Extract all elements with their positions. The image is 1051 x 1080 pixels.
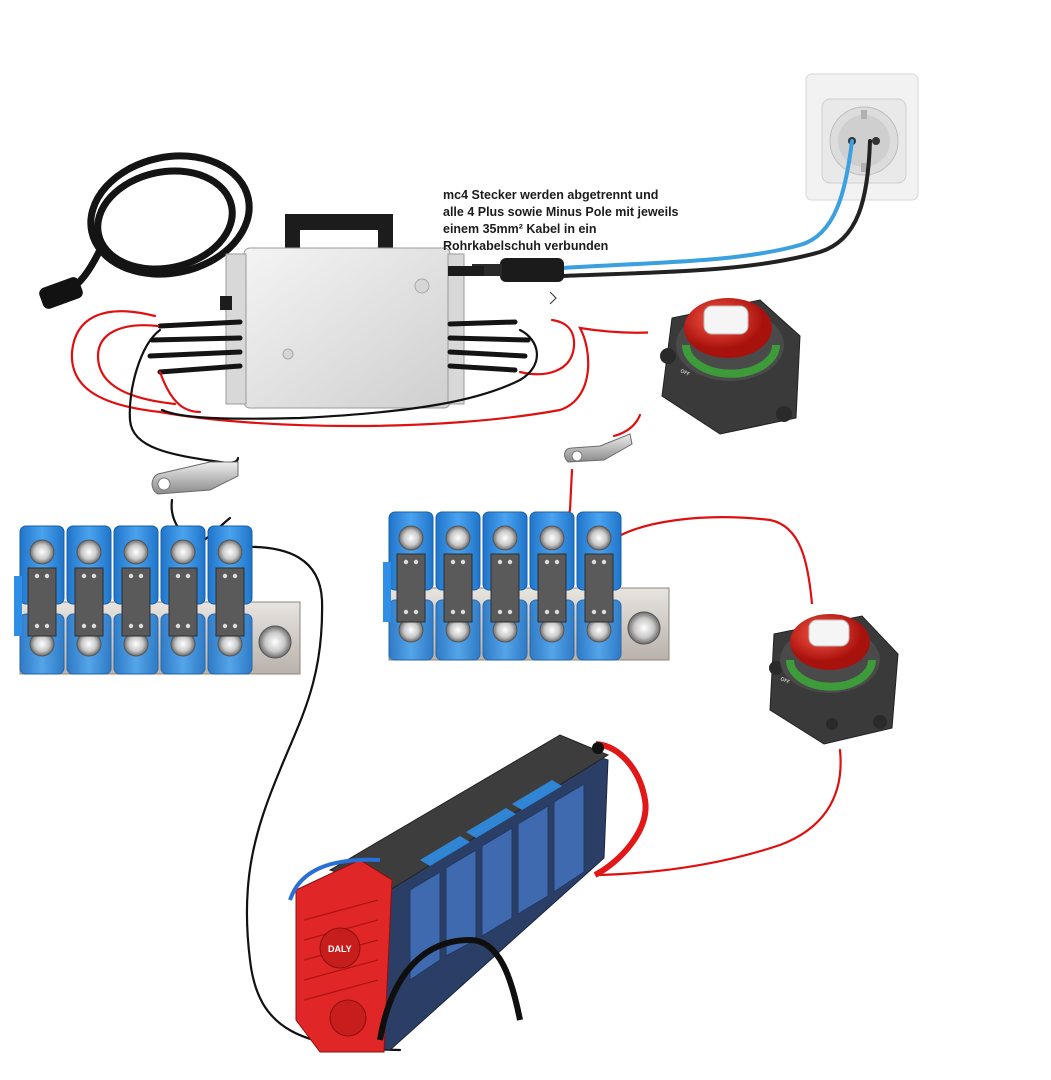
fuse-holder xyxy=(160,525,206,675)
battery-switch-icon: OFF xyxy=(648,292,808,438)
fuse-holder xyxy=(388,511,434,661)
switch-off-label: OFF xyxy=(679,368,690,378)
fuse-holder xyxy=(207,525,253,675)
busbar-icon xyxy=(14,525,301,675)
wiring-note: mc4 Stecker werden abgetrennt und alle 4… xyxy=(443,187,743,255)
negative-wires xyxy=(128,328,538,1052)
note-line-2: alle 4 Plus sowie Minus Pole mit jeweils xyxy=(443,205,679,219)
battery-switch-icon: OFF xyxy=(760,604,904,748)
battery-pack-icon: DALY xyxy=(288,734,649,1053)
note-line-3: einem 35mm² Kabel in ein xyxy=(443,222,597,236)
fuse-holder xyxy=(113,525,159,675)
note-line-4: Rohrkabelschuh verbunden xyxy=(443,239,609,253)
mc4-connector-icon xyxy=(472,258,564,282)
fuse-holder xyxy=(66,525,112,675)
bolt-icon xyxy=(258,625,292,659)
pv-cables xyxy=(147,319,531,375)
note-line-1: mc4 Stecker werden abgetrennt und xyxy=(443,188,659,202)
fuse-holder xyxy=(529,511,575,661)
switch-off-label: OFF xyxy=(779,676,790,686)
ac-cable xyxy=(560,139,872,278)
cable-lug-icon xyxy=(151,461,239,495)
fuse-holder xyxy=(482,511,528,661)
chevron-right-icon xyxy=(549,291,557,305)
bolt-icon xyxy=(627,611,661,645)
positive-wires xyxy=(70,310,842,877)
busbar-icon xyxy=(383,511,670,661)
fuse-holder xyxy=(576,511,622,661)
fuse-holder xyxy=(435,511,481,661)
cable-lug-icon xyxy=(564,433,633,463)
fuse-holder xyxy=(19,525,65,675)
micro-inverter-icon xyxy=(39,152,484,409)
battery-brand-label: DALY xyxy=(328,944,352,954)
ac-socket-icon xyxy=(805,73,919,201)
